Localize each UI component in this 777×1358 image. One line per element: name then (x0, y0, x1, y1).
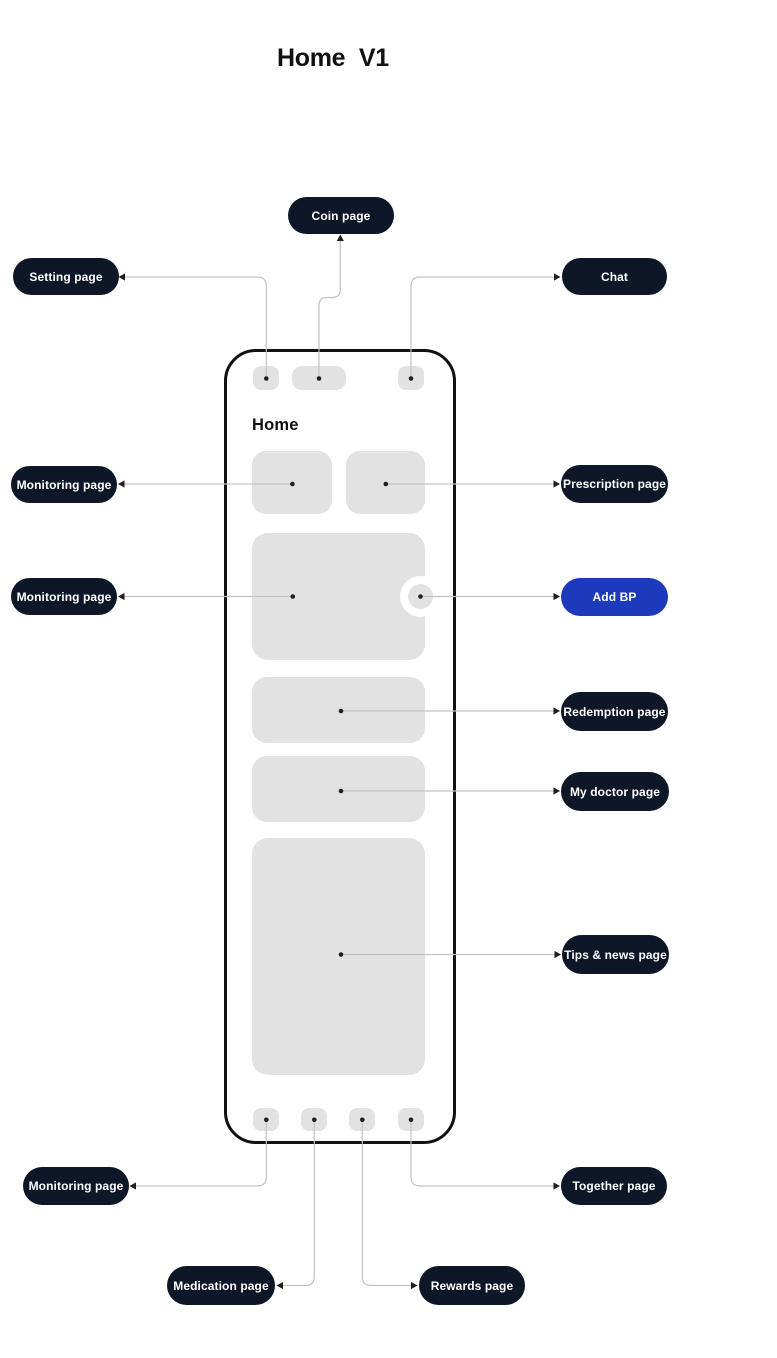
add-bp-fab-icon (408, 584, 433, 609)
connector-medication (276, 1120, 315, 1290)
monitoring-card-placeholder[interactable] (252, 451, 332, 514)
chat-icon-placeholder[interactable] (398, 366, 424, 390)
page-title: Home V1 (277, 44, 389, 72)
label-monitoring-page-top[interactable]: Monitoring page (11, 466, 117, 503)
coin-widget-placeholder[interactable] (292, 366, 346, 390)
my-doctor-banner-placeholder[interactable] (252, 756, 425, 822)
add-bp-button-placeholder[interactable] (400, 576, 441, 617)
settings-icon-placeholder[interactable] (253, 366, 279, 390)
nav-monitoring-icon-placeholder[interactable] (253, 1108, 279, 1131)
label-setting-page[interactable]: Setting page (13, 258, 119, 295)
connector-rewards (361, 1120, 418, 1290)
label-prescription-page[interactable]: Prescription page (561, 465, 668, 503)
redemption-banner-placeholder[interactable] (252, 677, 425, 743)
nav-together-icon-placeholder[interactable] (398, 1108, 424, 1131)
label-monitoring-page-bottom[interactable]: Monitoring page (23, 1167, 129, 1205)
label-monitoring-page-mid[interactable]: Monitoring page (11, 578, 117, 615)
label-add-bp[interactable]: Add BP (561, 578, 668, 616)
nav-medication-icon-placeholder[interactable] (301, 1108, 327, 1131)
label-rewards-page[interactable]: Rewards page (419, 1266, 525, 1305)
nav-rewards-icon-placeholder[interactable] (349, 1108, 375, 1131)
label-redemption-page[interactable]: Redemption page (561, 692, 668, 731)
label-together-page[interactable]: Together page (561, 1167, 667, 1205)
label-chat[interactable]: Chat (562, 258, 667, 295)
label-my-doctor-page[interactable]: My doctor page (561, 772, 669, 811)
label-coin-page[interactable]: Coin page (288, 197, 394, 234)
screen-title: Home (252, 416, 299, 434)
label-tips-news-page[interactable]: Tips & news page (562, 935, 669, 974)
label-medication-page[interactable]: Medication page (167, 1266, 275, 1305)
prescription-card-placeholder[interactable] (346, 451, 425, 514)
tips-news-panel-placeholder[interactable] (252, 838, 425, 1075)
